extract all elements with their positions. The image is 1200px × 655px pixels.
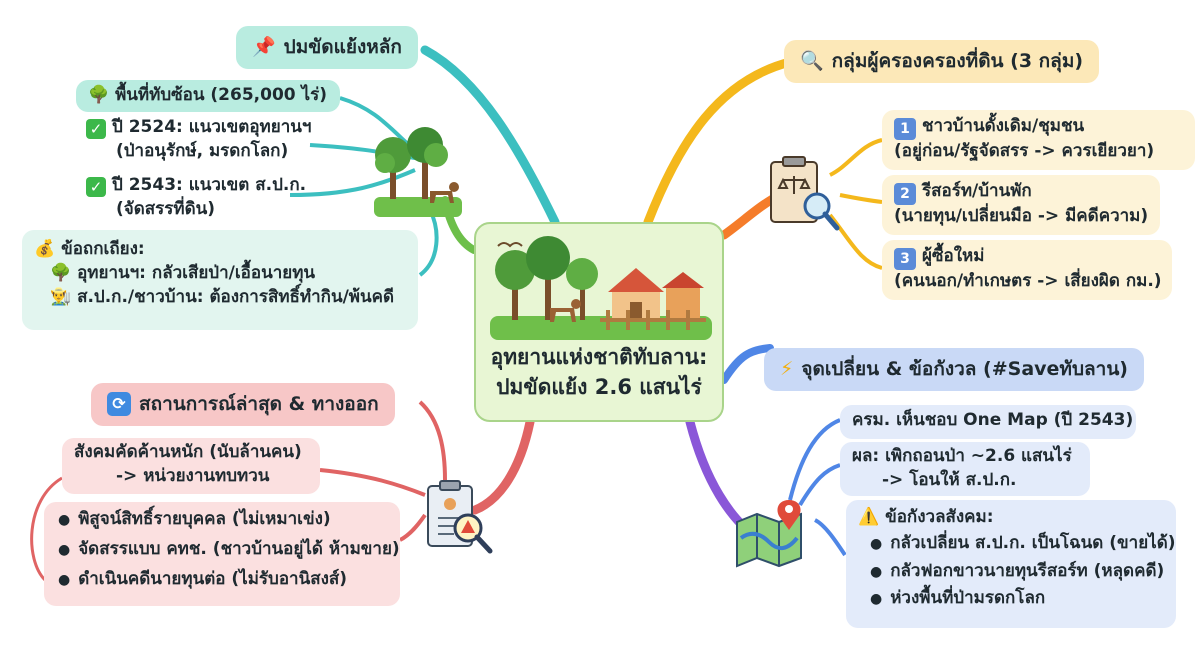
argument-alro: ส.ป.ก./ชาวบ้าน: ต้องการสิทธิ์ทำกิน/พ้นคด… <box>77 286 395 307</box>
refresh-icon: ⟳ <box>107 392 131 417</box>
center-title-line1: อุทยานแห่งชาติทับลาน: <box>490 345 708 369</box>
map-pin-illustration-icon <box>736 500 802 568</box>
lightning-icon: ⚡ <box>780 358 794 380</box>
branch-blue <box>720 344 774 384</box>
branch-red-sub2 <box>399 513 427 542</box>
branch-gold-sub3 <box>828 213 883 270</box>
branch-teal <box>420 45 560 227</box>
year-2543-line1: ปี 2543: แนวเขต ส.ป.ก. <box>112 175 307 195</box>
groups-header: 🔍 กลุ่มผู้ครองครองที่ดิน (3 กลุ่ม) <box>784 40 1100 83</box>
overlap-area-label: พื้นที่ทับซ้อน (265,000 ไร่) <box>115 85 327 105</box>
group-2-node: 2 รีสอร์ท/บ้านพัก (นายทุน/เปลี่ยนมือ -> ม… <box>882 175 1160 235</box>
center-title-line2: ปมขัดแย้ง 2.6 แสนไร่ <box>496 375 702 400</box>
year-2524-node: ✓ ปี 2524: แนวเขตอุทยานฯ (ป่าอนุรักษ์, มร… <box>80 112 320 168</box>
conflict-header-label: ปมขัดแย้งหลัก <box>283 36 402 58</box>
group-3-line2: (คนนอก/ทำเกษตร -> เสี่ยงผิด กม.) <box>894 271 1162 291</box>
latest-header-label: สถานการณ์ล่าสุด & ทางออก <box>139 393 379 415</box>
concern-1: กลัวเปลี่ยน ส.ป.ก. เป็นโฉนด (ขายได้) <box>890 532 1176 553</box>
year-2524-line1: ปี 2524: แนวเขตอุทยานฯ <box>112 117 312 137</box>
branch-red-sub0 <box>418 400 447 481</box>
solutions-node: ●พิสูจน์สิทธิ์รายบุคคล (ไม่เหมาเข่ง) ●จั… <box>44 502 400 606</box>
year-2543-line2: (จัดสรรที่ดิน) <box>116 198 216 219</box>
branch-gold-sub2 <box>839 193 883 204</box>
concern-node: ⚠️ ข้อกังวลสังคม: ●กลัวเปลี่ยน ส.ป.ก. เป… <box>846 500 1176 628</box>
group-1-line1: ชาวบ้านดั้งเดิม/ชุมชน <box>922 116 1085 136</box>
concern-2: กลัวฟอกขาวนายทุนรีสอร์ท (หลุดคดี) <box>890 560 1165 581</box>
cabinet-node: ครม. เห็นชอบ One Map (ปี 2543) <box>840 405 1136 439</box>
number-badge-icon: 2 <box>894 183 916 205</box>
solution-1: พิสูจน์สิทธิ์รายบุคคล (ไม่เหมาเข่ง) <box>78 509 331 529</box>
opposition-line2: -> หน่วยงานทบทวน <box>116 465 270 486</box>
group-2-line2: (นายทุน/เปลี่ยนมือ -> มีคดีความ) <box>894 206 1149 226</box>
money-bag-icon: 💰 <box>34 239 56 259</box>
opposition-node: สังคมคัดค้านหนัก (นับล้านคน) -> หน่วยงาน… <box>62 438 320 494</box>
pushpin-icon: 📌 <box>252 36 276 58</box>
argument-node: 💰 ข้อถกเถียง: 🌳 อุทยานฯ: กลัวเสียป่า/เอื… <box>22 230 418 330</box>
branch-red <box>470 417 535 515</box>
result-line2: -> โอนให้ ส.ป.ก. <box>882 469 1017 490</box>
argument-park: อุทยานฯ: กลัวเสียป่า/เอื้อนายทุน <box>77 262 316 283</box>
opposition-line1: สังคมคัดค้านหนัก (นับล้านคน) <box>74 442 302 462</box>
result-node: ผล: เพิกถอนป่า ~2.6 แสนไร่ -> โอนให้ ส.ป… <box>840 442 1090 496</box>
number-badge-icon: 1 <box>894 118 916 140</box>
solution-2: จัดสรรแบบ คทช. (ชาวบ้านอยู่ได้ ห้ามขาย) <box>78 538 400 559</box>
magnifier-icon: 🔍 <box>800 50 824 72</box>
check-icon: ✓ <box>86 177 106 197</box>
branch-blue-sub2 <box>798 463 841 507</box>
group-3-node: 3 ผู้ซื้อใหม่ (คนนอก/ทำเกษตร -> เสี่ยงผิด… <box>882 240 1172 300</box>
cabinet-label: ครม. เห็นชอบ One Map (ปี 2543) <box>852 410 1134 430</box>
group-1-line2: (อยู่ก่อน/รัฐจัดสรร -> ควรเยียวยา) <box>894 141 1155 161</box>
branch-gold-sub1 <box>829 138 883 177</box>
clipboard-scale-illustration-icon <box>770 156 840 231</box>
check-icon: ✓ <box>86 119 106 139</box>
year-2543-node: ✓ ปี 2543: แนวเขต ส.ป.ก. (จัดสรรที่ดิน) <box>80 170 320 226</box>
concern-3: ห่วงพื้นที่ป่ามรดกโลก <box>890 588 1046 609</box>
number-badge-icon: 3 <box>894 248 916 270</box>
farmer-icon: 👨‍🌾 <box>50 286 72 307</box>
overlap-area-node: 🌳 พื้นที่ทับซ้อน (265,000 ไร่) <box>76 80 340 112</box>
forest-village-illustration-icon <box>490 236 712 340</box>
turning-header-label: จุดเปลี่ยน & ข้อกังวล (#Saveทับลาน) <box>801 358 1128 380</box>
result-line1: ผล: เพิกถอนป่า ~2.6 แสนไร่ <box>852 446 1072 466</box>
argument-header: ข้อถกเถียง: <box>61 239 145 259</box>
group-3-line1: ผู้ซื้อใหม่ <box>922 246 985 266</box>
branch-gold <box>643 57 795 227</box>
conflict-header: 📌 ปมขัดแย้งหลัก <box>236 26 418 69</box>
branch-red-sub1 <box>319 468 426 497</box>
group-2-line1: รีสอร์ท/บ้านพัก <box>922 181 1032 201</box>
branch-blue-sub1 <box>788 418 841 501</box>
latest-header: ⟳ สถานการณ์ล่าสุด & ทางออก <box>91 383 395 426</box>
center-topic: อุทยานแห่งชาติทับลาน: ปมขัดแย้ง 2.6 แสนไ… <box>474 222 724 422</box>
forest-deer-illustration-icon <box>374 127 462 217</box>
turning-header: ⚡ จุดเปลี่ยน & ข้อกังวล (#Saveทับลาน) <box>764 348 1144 391</box>
tree-icon: 🌳 <box>50 262 72 283</box>
tree-icon: 🌳 <box>88 85 110 105</box>
clipboard-warning-illustration-icon <box>427 480 493 554</box>
solution-3: ดำเนินคดีนายทุนต่อ (ไม่รับอานิสงส์) <box>78 568 348 589</box>
year-2524-line2: (ป่าอนุรักษ์, มรดกโลก) <box>116 140 289 161</box>
branch-red-left <box>30 476 63 582</box>
warning-icon: ⚠️ <box>858 507 880 527</box>
groups-header-label: กลุ่มผู้ครองครองที่ดิน (3 กลุ่ม) <box>831 50 1084 72</box>
concern-header: ข้อกังวลสังคม: <box>885 507 994 527</box>
branch-blue-sub3 <box>813 518 847 557</box>
branch-teal-sub3 <box>289 168 416 197</box>
group-1-node: 1 ชาวบ้านดั้งเดิม/ชุมชน (อยู่ก่อน/รัฐจัดส… <box>882 110 1195 170</box>
